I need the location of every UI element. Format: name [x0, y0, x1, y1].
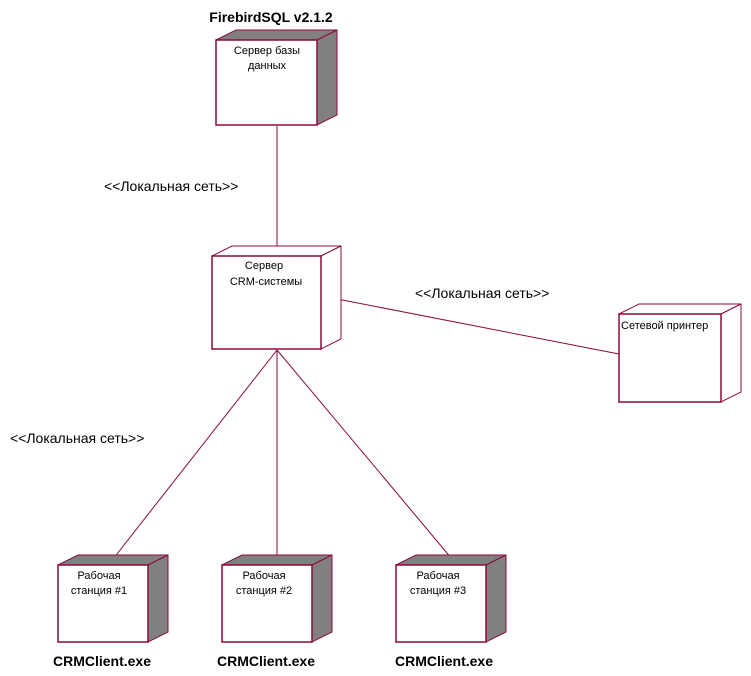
node-top-face	[618, 303, 742, 315]
workstation-1-artifact: CRMClient.exe	[53, 653, 151, 669]
connection-crm-ws1[interactable]	[112, 349, 278, 560]
node-label-line-2: станция #3	[410, 585, 466, 597]
workstation-3-artifact: CRMClient.exe	[395, 653, 493, 669]
node-label-line-2: данных	[248, 60, 287, 72]
node-side-face	[147, 554, 169, 643]
node-label-line-1: Сервер базы	[234, 45, 300, 57]
node-label-line-1: Сетевой принтер	[621, 320, 708, 332]
node-side-face	[320, 245, 342, 350]
node-label-line-1: Сервер	[245, 260, 283, 272]
stereotype-label-db-crm: <<Локальная сеть>>	[104, 178, 238, 194]
workstation-2-artifact: CRMClient.exe	[217, 653, 315, 669]
node-label-line-2: станция #2	[236, 585, 292, 597]
node-top-face	[211, 245, 342, 257]
node-top-face	[215, 29, 338, 41]
node-crm-server[interactable]: Сервер CRM-системы	[211, 245, 342, 350]
node-network-printer[interactable]: Сетевой принтер	[618, 303, 742, 403]
node-label-line-1: Рабочая	[242, 570, 285, 582]
node-front-face	[215, 39, 318, 126]
node-front-face	[221, 564, 313, 643]
node-workstation-1[interactable]: Рабочая станция #1	[57, 554, 169, 643]
node-db-server[interactable]: Сервер базы данных	[215, 29, 338, 126]
node-side-face	[316, 29, 338, 126]
connection-crm-printer[interactable]	[331, 297, 620, 355]
db-server-title: FirebirdSQL v2.1.2	[209, 9, 333, 25]
node-label-line-1: Рабочая	[416, 570, 459, 582]
node-front-face	[395, 564, 487, 643]
node-label-line-2: станция #1	[71, 585, 127, 597]
node-workstation-2[interactable]: Рабочая станция #2	[221, 554, 333, 643]
node-front-face	[618, 313, 722, 403]
node-side-face	[311, 554, 333, 643]
node-workstation-3[interactable]: Рабочая станция #3	[395, 554, 507, 643]
stereotype-label-crm-workstations: <<Локальная сеть>>	[10, 430, 144, 446]
node-front-face	[211, 255, 322, 350]
connection-crm-ws3[interactable]	[276, 349, 453, 560]
node-side-face	[485, 554, 507, 643]
node-front-face	[57, 564, 149, 643]
stereotype-label-crm-printer: <<Локальная сеть>>	[415, 285, 549, 301]
node-label-line-1: Рабочая	[77, 570, 120, 582]
node-label-line-2: CRM-системы	[230, 276, 302, 288]
node-side-face	[720, 303, 742, 403]
